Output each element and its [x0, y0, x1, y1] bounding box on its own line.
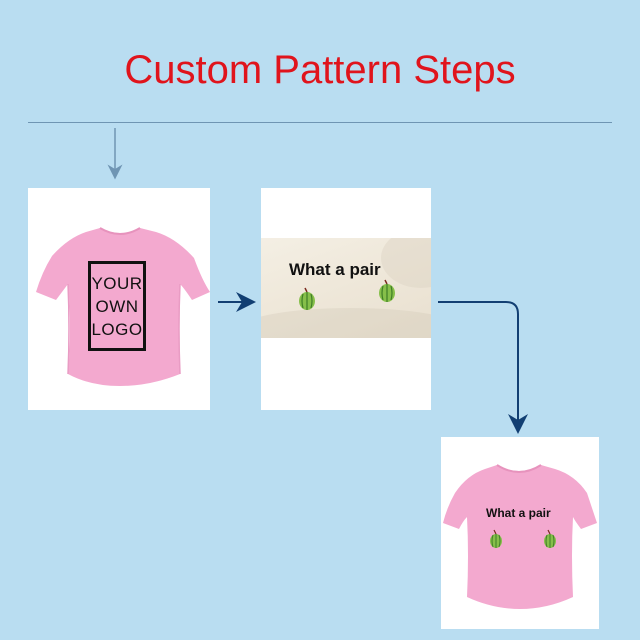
elbow-arrow-icon	[438, 301, 528, 434]
print-text: What a pair	[486, 506, 551, 520]
watermelon-icon	[490, 529, 502, 548]
watermelon-icon	[379, 279, 395, 302]
logo-placeholder: YOUR OWN LOGO	[88, 261, 146, 351]
logo-line: LOGO	[91, 319, 143, 339]
finished-shirt-image	[443, 464, 597, 609]
fabric-fold	[261, 308, 431, 338]
watermelon-icon	[544, 529, 556, 548]
print-text: What a pair	[289, 260, 381, 279]
pink-shirt-image	[36, 227, 210, 386]
watermelon-icon	[299, 287, 315, 310]
title-divider	[28, 122, 612, 123]
step1-panel: YOUR OWN LOGO	[28, 188, 210, 410]
pattern-photo: What a pair	[261, 238, 431, 338]
page-title: Custom Pattern Steps	[124, 48, 516, 92]
logo-line: OWN	[95, 296, 139, 316]
logo-line: YOUR	[91, 273, 143, 293]
step3-panel: What a pair	[441, 437, 599, 629]
step2-panel: What a pair	[261, 188, 431, 410]
